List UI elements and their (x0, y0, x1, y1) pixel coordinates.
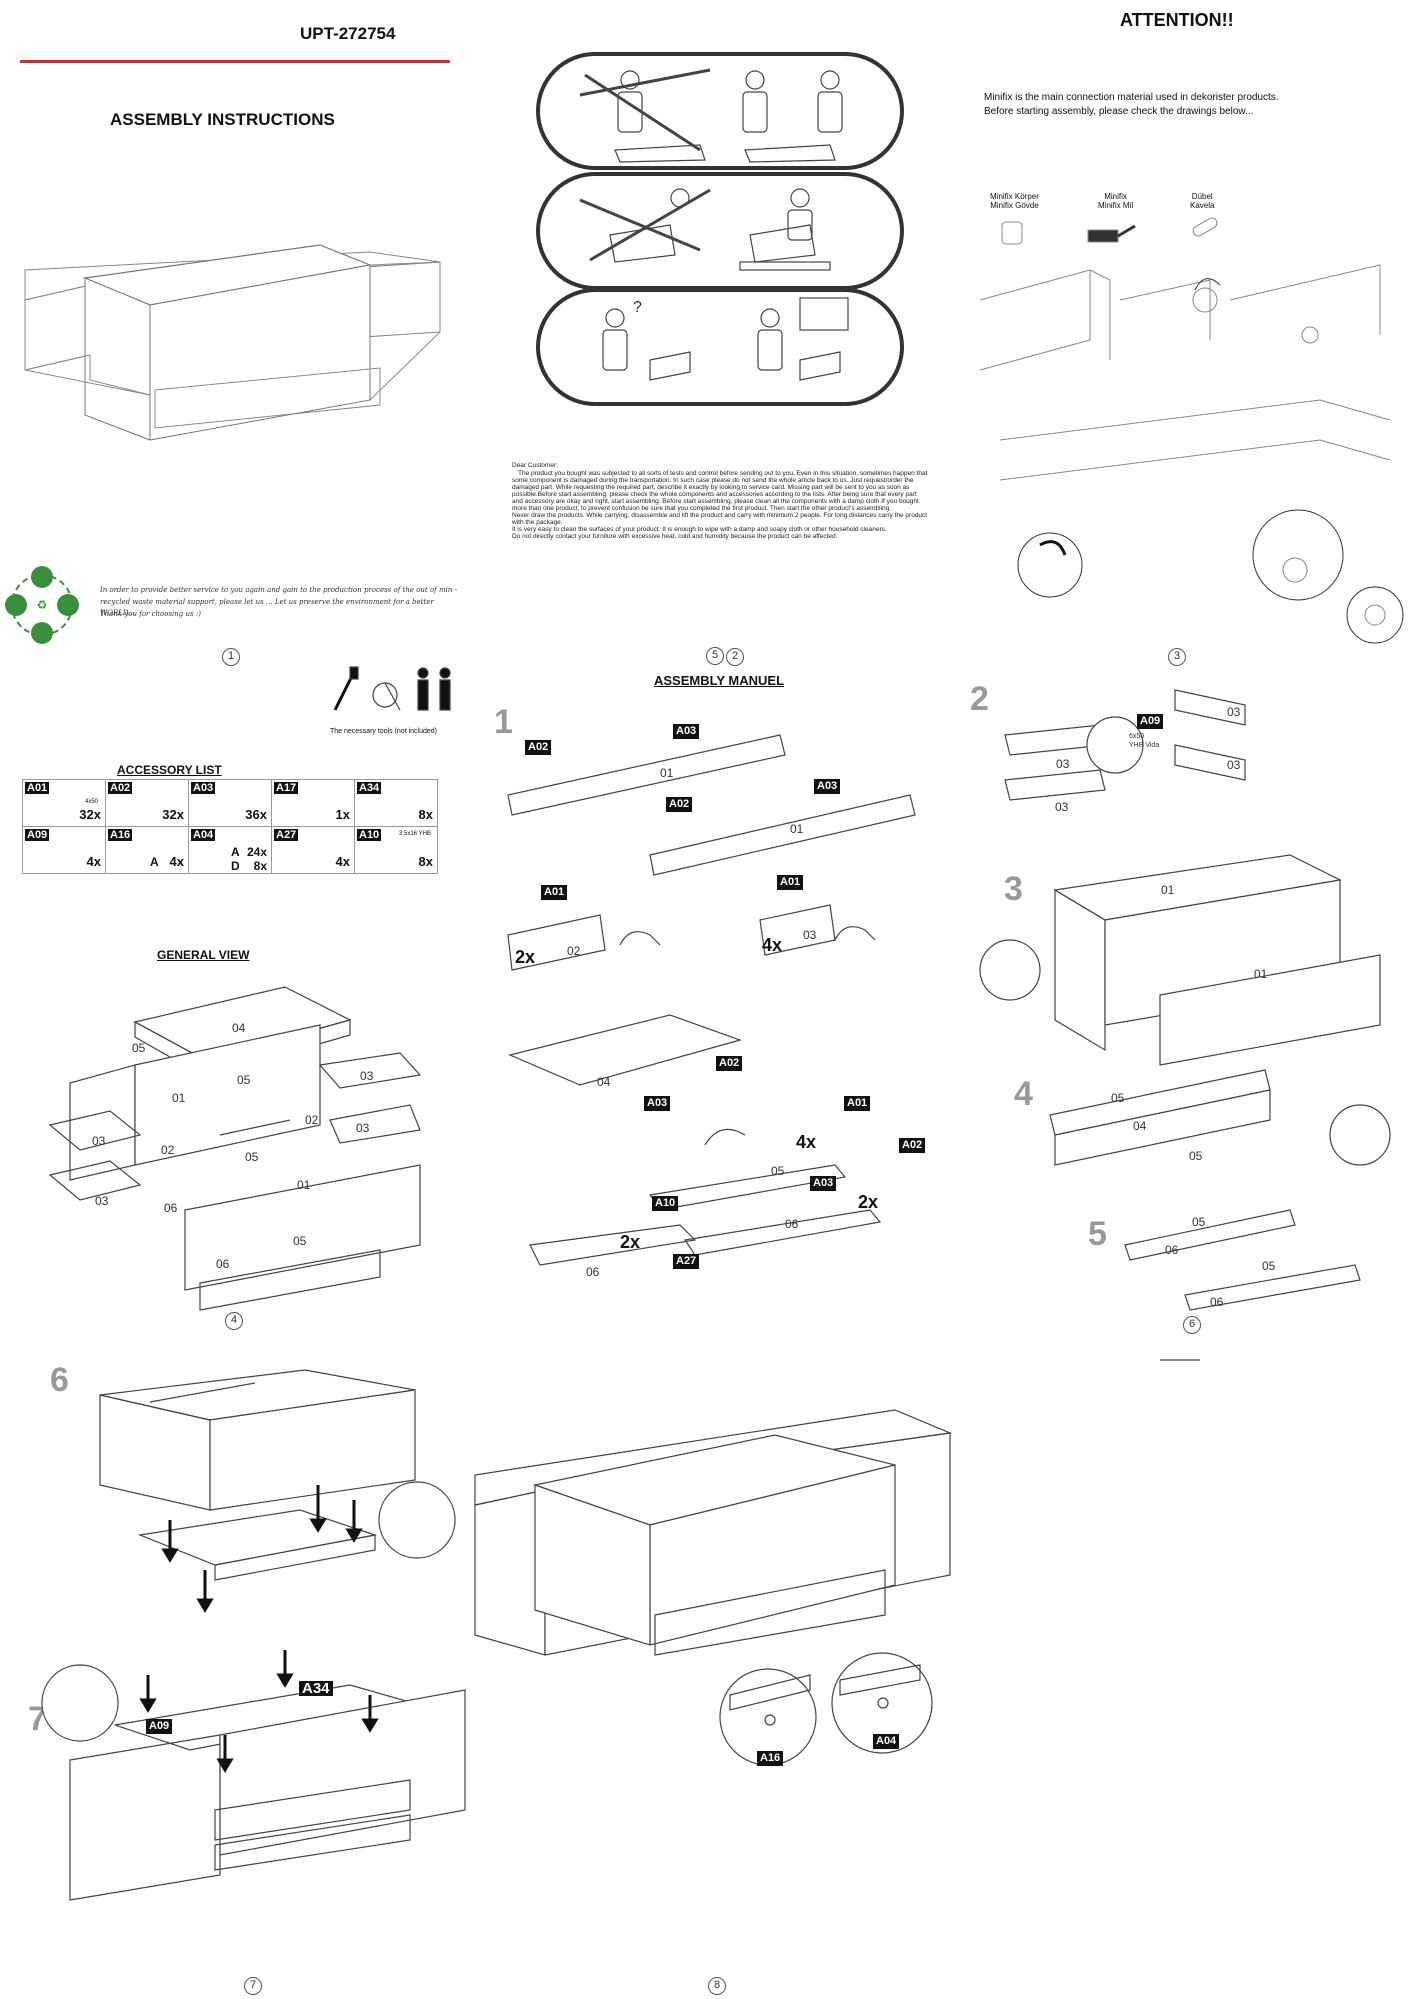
eco-text-3: Thank you for choosing us :) (100, 610, 201, 618)
accessory-a27: A27 4x (271, 826, 355, 874)
attention-intro-2: Before starting assembly, please check t… (984, 106, 1254, 117)
page-2: ? Dear Customer; The product you bought … (500, 0, 940, 666)
warning-illustrations: ? (579, 68, 849, 381)
page-number: 7 (244, 1977, 262, 1995)
a16-code: A16 (757, 1751, 784, 1766)
warning-pill-1 (536, 52, 904, 170)
steps-2-5-illustration (979, 689, 1391, 1361)
general-view-title: GENERAL VIEW (157, 948, 250, 962)
page-number: 3 (1168, 648, 1186, 666)
tools-icon (333, 666, 451, 711)
dowel-label: Dübel Kavela (1190, 192, 1215, 210)
accessory-a09: A09 4x (22, 826, 106, 874)
header-rule (20, 60, 450, 63)
step-5-number: 5 (1088, 1215, 1107, 1253)
a04-code: A04 (873, 1734, 900, 1749)
accessory-a03: A03 36x (188, 779, 272, 827)
final-product-illustration (474, 1409, 953, 1766)
page-4: The necessary tools (not included) ACCES… (0, 665, 470, 1330)
product-code: UPT-272754 (300, 24, 396, 43)
accessory-a10: A10 3,5x16 YHB 8x (354, 826, 438, 874)
tools-caption: The necessary tools (not included) (330, 728, 437, 735)
assembly-manual-title: ASSEMBLY MANUEL (654, 673, 785, 688)
dear-customer: Dear Customer; (512, 462, 558, 469)
step-4-number: 4 (1014, 1075, 1033, 1113)
eco-text-1: In order to provide better service to yo… (100, 586, 457, 594)
step-2-number: 2 (970, 680, 989, 718)
accessory-a01: A01 4x50 32x (22, 779, 106, 827)
minifix-body-label: Minifix Körper Minifix Gövde (990, 192, 1039, 210)
accessory-table: A01 4x50 32x A02 32x A03 36x A17 1x A34 … (22, 779, 438, 874)
product-illustration (24, 244, 441, 441)
accessory-a04: A04 A 24x D 8x (188, 826, 272, 874)
page-title: ASSEMBLY INSTRUCTIONS (110, 110, 335, 129)
steps-6-7-illustration (41, 1369, 466, 1901)
step-1-number: 1 (494, 703, 513, 741)
attention-title: ATTENTION!! (1120, 10, 1234, 30)
page-number: 6 (1183, 1316, 1201, 1334)
svg-text:?: ? (633, 299, 642, 316)
minifix-pin-label: Minifix Minifix Mil (1098, 192, 1134, 210)
page-6: 2 3 4 5 A09 6x50 YHB Vida 03 03 03 (960, 665, 1414, 1361)
a34-code: A34 (299, 1681, 333, 1696)
page-5: ASSEMBLY MANUEL 1 A02 A03 A03 A02 01 01 … (480, 647, 950, 1330)
page-8: A16 A04 8 (470, 1335, 960, 1999)
recycle-icon: ♻ (5, 566, 79, 644)
minifix-illustrations (979, 217, 1404, 644)
page-number: 1 (222, 648, 240, 666)
page-3: ATTENTION!! Minifix is the main connecti… (960, 0, 1414, 666)
svg-text:♻: ♻ (37, 598, 48, 612)
eco-text-2: recycled waste material support, please … (100, 598, 434, 617)
accessory-a02: A02 32x (105, 779, 189, 827)
a09-code: A09 (146, 1719, 173, 1734)
page-number: 2 (726, 648, 744, 666)
page-number: 5 (706, 647, 724, 665)
step-1-illustration (507, 734, 916, 1266)
accessory-a34: A34 8x (354, 779, 438, 827)
warning-pill-3 (536, 288, 904, 406)
page-number: 4 (225, 1312, 243, 1330)
accessory-list-title: ACCESSORY LIST (117, 763, 222, 777)
page-number: 8 (708, 1977, 726, 1995)
step-6-number: 6 (50, 1361, 69, 1399)
step-3-number: 3 (1004, 870, 1023, 908)
page-7: 6 7 A34 A09 7 (0, 1335, 470, 1999)
exploded-view (48, 986, 422, 1311)
page-1: UPT-272754 ASSEMBLY INSTRUCTIONS ♻ In or… (0, 0, 470, 666)
attention-intro-1: Minifix is the main connection material … (984, 92, 1279, 103)
